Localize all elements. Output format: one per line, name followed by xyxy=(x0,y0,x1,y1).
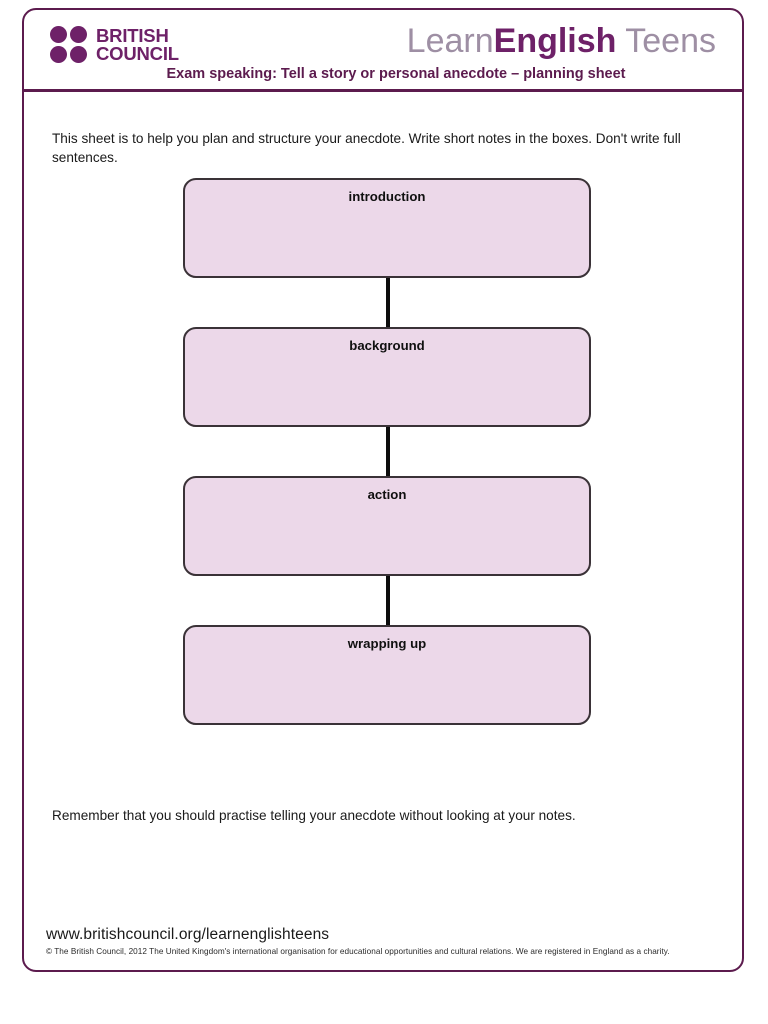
remember-note: Remember that you should practise tellin… xyxy=(52,807,576,823)
note-box-writing-area[interactable] xyxy=(185,353,589,413)
intro-instructions: This sheet is to help you plan and struc… xyxy=(52,130,681,166)
british-council-dots-icon xyxy=(50,26,87,63)
note-box-label: action xyxy=(367,487,407,502)
anecdote-flow-diagram: introduction background action wrapping … xyxy=(24,174,742,754)
logo-dot-top-left xyxy=(50,26,67,43)
logo-dot-bottom-right xyxy=(70,46,87,63)
note-box-background[interactable]: background xyxy=(183,327,591,427)
page-title: Exam speaking: Tell a story or personal … xyxy=(166,66,626,82)
flow-connector-1 xyxy=(386,274,390,331)
flow-connector-2 xyxy=(386,423,390,480)
worksheet-page: BRITISH COUNCIL LearnEnglish Teens Exam … xyxy=(22,8,744,972)
note-box-writing-area[interactable] xyxy=(185,502,589,562)
note-box-action[interactable]: action xyxy=(183,476,591,576)
logo-dot-bottom-left xyxy=(50,46,67,63)
learnenglish-teens-logo: LearnEnglish Teens xyxy=(407,24,716,58)
note-box-introduction[interactable]: introduction xyxy=(183,178,591,278)
logo-text-teens: Teens xyxy=(616,22,716,60)
note-box-label: background xyxy=(349,338,425,353)
header-divider xyxy=(24,89,742,92)
flow-connector-3 xyxy=(386,572,390,629)
logo-dot-top-right xyxy=(70,26,87,43)
footer-copyright: © The British Council, 2012 The United K… xyxy=(46,947,670,956)
note-box-label: wrapping up xyxy=(347,636,427,651)
brand-line-2: COUNCIL xyxy=(96,42,179,64)
logo-text-learn: Learn xyxy=(406,22,494,60)
note-box-label: introduction xyxy=(348,189,426,204)
note-box-wrapping-up[interactable]: wrapping up xyxy=(183,625,591,725)
brand-line-1: BRITISH xyxy=(96,24,169,46)
british-council-logo: BRITISH COUNCIL xyxy=(50,26,179,63)
page-content: This sheet is to help you plan and struc… xyxy=(24,92,742,970)
footer-website-url[interactable]: www.britishcouncil.org/learnenglishteens xyxy=(46,926,330,943)
note-box-writing-area[interactable] xyxy=(185,204,589,264)
note-box-writing-area[interactable] xyxy=(185,651,589,711)
logo-text-english: English xyxy=(493,22,617,60)
british-council-wordmark: BRITISH COUNCIL xyxy=(96,24,179,64)
page-header: BRITISH COUNCIL LearnEnglish Teens Exam … xyxy=(24,10,742,92)
page-footer: www.britishcouncil.org/learnenglishteens… xyxy=(46,926,716,956)
